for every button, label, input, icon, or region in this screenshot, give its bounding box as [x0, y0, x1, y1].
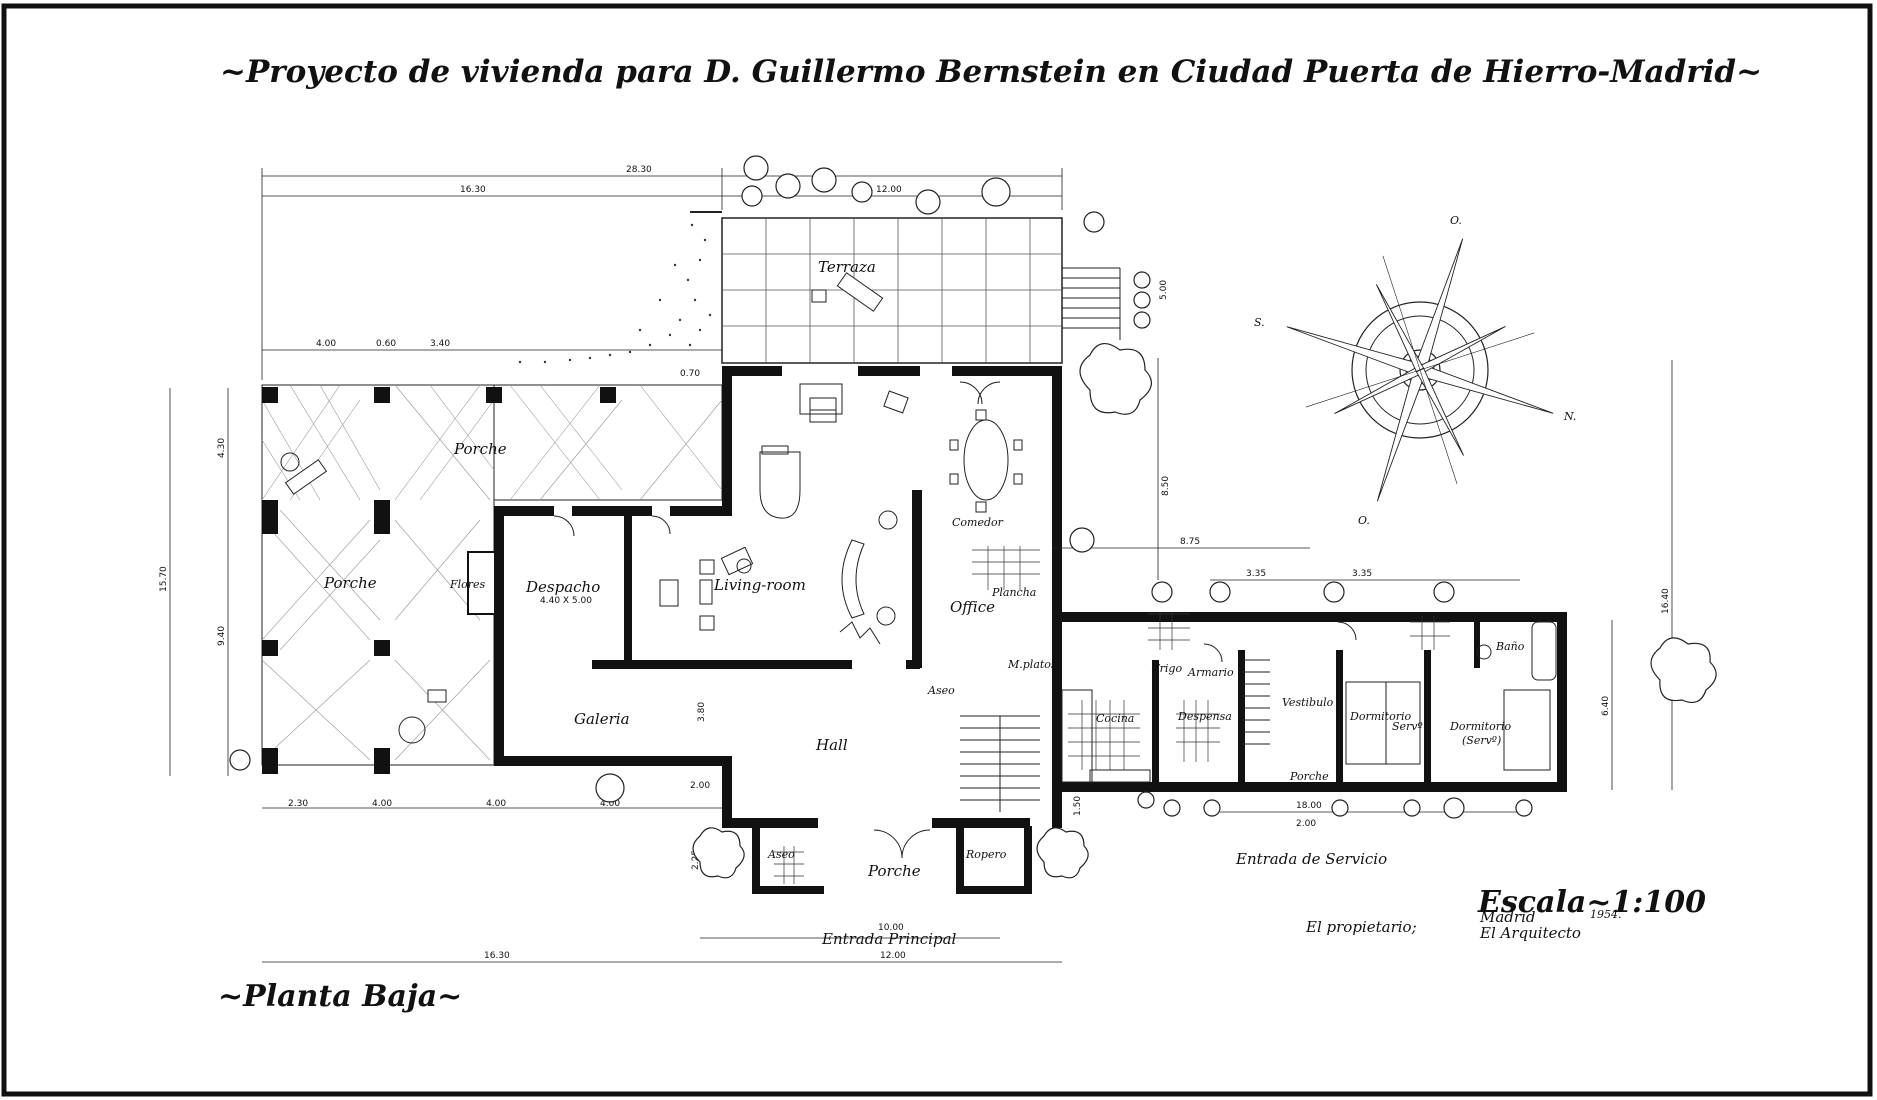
room-porche-service: Porche — [1289, 770, 1329, 783]
porch-columns — [262, 387, 616, 774]
porch-tile-hatch — [261, 384, 723, 761]
compass-label-south: S. — [1254, 316, 1265, 329]
svg-text:1.50: 1.50 — [1073, 796, 1083, 816]
room-dormitorio-1: Dormitorio — [1349, 710, 1411, 723]
room-terraza: Terraza — [818, 258, 876, 276]
room-living: Living-room — [713, 576, 806, 594]
svg-text:4.00: 4.00 — [372, 799, 392, 809]
svg-text:0.70: 0.70 — [680, 369, 700, 379]
svg-text:10.00: 10.00 — [878, 923, 904, 933]
despacho-size: 4.40 X 5.00 — [540, 596, 592, 606]
room-montaplatos: M.platos — [1007, 658, 1057, 671]
svg-text:4.00: 4.00 — [316, 339, 336, 349]
scale-label: Escala~1:100 — [1477, 885, 1706, 920]
room-frigo: Frigo — [1151, 662, 1182, 675]
room-dormitorio-2: Dormitorio — [1449, 720, 1511, 733]
svg-text:28.30: 28.30 — [626, 165, 652, 175]
svg-text:18.00: 18.00 — [1296, 801, 1322, 811]
trees — [229, 155, 1717, 879]
svg-text:15.70: 15.70 — [159, 566, 169, 592]
svg-text:4.30: 4.30 — [217, 438, 227, 458]
room-despensa: Despensa — [1177, 710, 1232, 723]
room-labels: Terraza Porche Porche Flores Despacho 4.… — [323, 258, 1525, 880]
svg-text:9.40: 9.40 — [217, 626, 227, 646]
svg-text:3.35: 3.35 — [1352, 569, 1372, 579]
compass-rose-icon — [1286, 238, 1554, 502]
room-despacho: Despacho — [525, 578, 600, 596]
room-hall: Hall — [815, 736, 848, 754]
room-galeria: Galeria — [574, 710, 630, 728]
svg-text:2.00: 2.00 — [1296, 819, 1316, 829]
room-armario: Armario — [1187, 666, 1234, 679]
terrace — [518, 211, 1121, 364]
room-aseo-right: Aseo — [927, 684, 955, 697]
place-label: Madrid — [1479, 908, 1535, 926]
dimension-labels: 28.30 16.30 12.00 4.00 0.60 3.40 0.70 15… — [159, 165, 1671, 961]
svg-text:12.00: 12.00 — [876, 185, 902, 195]
room-vestibulo: Vestibulo — [1282, 696, 1334, 709]
compass-label-north: N. — [1563, 410, 1576, 423]
main-entrance-label: Entrada Principal — [821, 930, 957, 948]
room-porche-entry: Porche — [867, 862, 921, 880]
svg-text:4.00: 4.00 — [486, 799, 506, 809]
room-flores: Flores — [449, 578, 486, 591]
svg-text:6.40: 6.40 — [1601, 696, 1611, 716]
svg-text:16.40: 16.40 — [1661, 588, 1671, 614]
room-aseo-left: Aseo — [767, 848, 795, 861]
svg-text:8.50: 8.50 — [1161, 476, 1171, 496]
room-comedor: Comedor — [952, 516, 1004, 529]
interior-details — [659, 383, 1557, 812]
service-entrance-label: Entrada de Servicio — [1235, 850, 1387, 868]
svg-text:2.25: 2.25 — [691, 850, 701, 870]
drawing-title: ~Proyecto de vivienda para D. Guillermo … — [220, 54, 1762, 90]
door-swings — [553, 381, 1357, 859]
svg-text:8.75: 8.75 — [1180, 537, 1200, 547]
svg-text:2.00: 2.00 — [690, 781, 710, 791]
compass-label-west: O. — [1450, 214, 1462, 227]
svg-text:2.30: 2.30 — [288, 799, 308, 809]
room-plancha: Plancha — [991, 586, 1036, 599]
owner-label: El propietario; — [1305, 918, 1417, 936]
tiled-floors — [774, 546, 1450, 884]
walls — [494, 366, 1567, 894]
svg-text:0.60: 0.60 — [376, 339, 396, 349]
svg-text:3.35: 3.35 — [1246, 569, 1266, 579]
svg-text:16.30: 16.30 — [460, 185, 486, 195]
room-cocina: Cocina — [1096, 712, 1134, 725]
porch-area — [261, 384, 723, 774]
svg-text:16.30: 16.30 — [484, 951, 510, 961]
room-porche-top: Porche — [453, 440, 507, 458]
svg-text:5.00: 5.00 — [1159, 280, 1169, 300]
room-dormitorio-1-sub: Servº — [1392, 720, 1423, 733]
compass-label-northwest: O. — [1358, 514, 1370, 527]
room-dormitorio-2-sub: (Servº) — [1462, 734, 1501, 747]
year-label: 1954. — [1590, 908, 1622, 921]
architect-label: El Arquitecto — [1479, 924, 1581, 942]
room-bano: Baño — [1495, 640, 1525, 653]
room-ropero: Ropero — [965, 848, 1007, 861]
svg-text:4.00: 4.00 — [600, 799, 620, 809]
svg-text:3.40: 3.40 — [430, 339, 450, 349]
room-office: Office — [950, 598, 995, 616]
svg-text:12.00: 12.00 — [880, 951, 906, 961]
room-porche-left: Porche — [323, 574, 377, 592]
sheet-border — [1, 3, 1873, 1097]
svg-text:3.80: 3.80 — [697, 702, 707, 722]
plan-name: ~Planta Baja~ — [218, 979, 462, 1014]
